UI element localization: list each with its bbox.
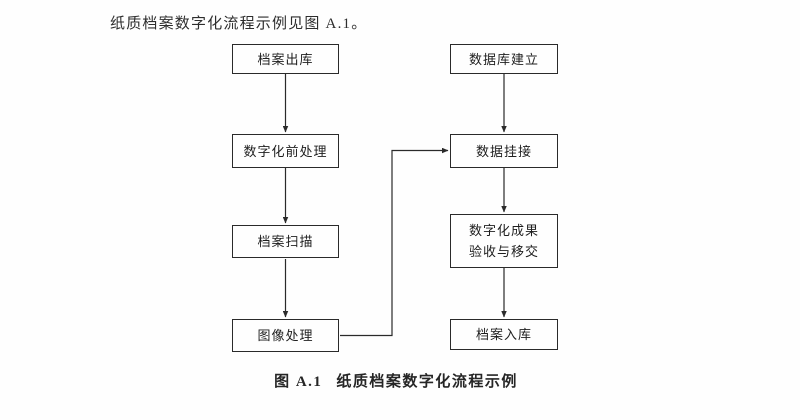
flow-node-data-linking: 数据挂接 xyxy=(450,134,558,168)
flow-node-archive-scan: 档案扫描 xyxy=(232,225,339,258)
flow-node-archive-out: 档案出库 xyxy=(232,44,339,74)
intro-text: 纸质档案数字化流程示例见图 A.1。 xyxy=(110,16,368,32)
figure-caption-title: 纸质档案数字化流程示例 xyxy=(336,374,518,390)
flow-node-database-setup: 数据库建立 xyxy=(450,44,558,74)
flow-node-image-processing: 图像处理 xyxy=(232,319,339,352)
flow-node-archive-in: 档案入库 xyxy=(450,319,558,350)
figure-caption-label: 图 A.1 xyxy=(274,374,323,390)
arrow-image-processing-to-data-link xyxy=(340,147,449,337)
flow-node-acceptance-transfer: 数字化成果 验收与移交 xyxy=(450,214,558,268)
figure-caption: 图 A.1 纸质档案数字化流程示例 xyxy=(0,370,792,391)
flow-node-pre-digitization: 数字化前处理 xyxy=(232,134,339,168)
